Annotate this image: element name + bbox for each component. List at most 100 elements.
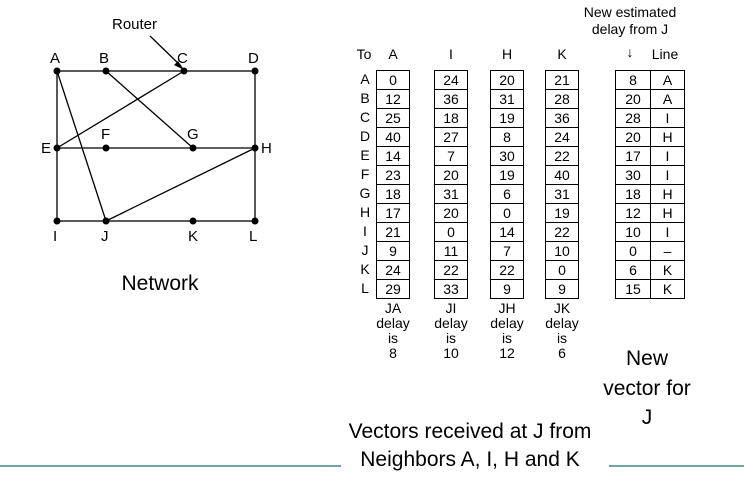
column-footer-K-0: JK — [553, 300, 571, 316]
network-caption: Network — [121, 272, 199, 295]
cell-A-A: 0 — [376, 70, 410, 90]
new-line-I: I — [650, 222, 685, 242]
node-B — [102, 67, 110, 75]
row-label-J: J — [361, 242, 369, 258]
router-pointer-arrowhead — [174, 61, 184, 70]
node-label-K: K — [188, 228, 199, 245]
cell-H-H: 0 — [490, 203, 524, 223]
cell-K-G: 31 — [545, 184, 579, 204]
row-label-B: B — [360, 90, 370, 106]
cell-K-B: 28 — [545, 89, 579, 109]
cell-I-L: 33 — [434, 279, 468, 299]
network-diagram — [53, 35, 259, 225]
new-line-C: I — [650, 108, 685, 128]
cell-A-G: 18 — [376, 184, 410, 204]
cell-H-E: 30 — [490, 146, 524, 166]
new-delay-B: 20 — [615, 89, 651, 109]
bottom-caption-line2: Neighbors A, I, H and K — [360, 448, 580, 471]
link-C-E — [56, 70, 185, 149]
cell-H-F: 19 — [490, 165, 524, 185]
new-delay-E: 17 — [615, 146, 651, 166]
cell-I-J: 11 — [434, 241, 468, 261]
cell-A-J: 9 — [376, 241, 410, 261]
new-line-E: I — [650, 146, 685, 166]
cell-H-C: 19 — [490, 108, 524, 128]
cell-I-D: 27 — [434, 127, 468, 147]
column-footer-I-0: JI — [445, 300, 457, 316]
new-delay-I: 10 — [615, 222, 651, 242]
row-label-G: G — [359, 185, 371, 201]
column-footer-K-1: delay — [545, 315, 579, 331]
node-label-D: D — [248, 50, 259, 67]
node-K — [189, 217, 197, 225]
router-label: Router — [112, 16, 158, 33]
cell-A-E: 14 — [376, 146, 410, 166]
cell-I-C: 18 — [434, 108, 468, 128]
new-delay-K: 6 — [615, 260, 651, 280]
cell-I-I: 0 — [434, 222, 468, 242]
node-label-H: H — [261, 140, 272, 157]
bottom-caption-line1: Vectors received at J from — [348, 420, 592, 443]
cell-K-H: 19 — [545, 203, 579, 223]
row-label-E: E — [360, 147, 370, 163]
column-footer-H-1: delay — [490, 315, 524, 331]
cell-A-C: 25 — [376, 108, 410, 128]
cell-K-I: 22 — [545, 222, 579, 242]
cell-K-J: 10 — [545, 241, 579, 261]
new-line-K: K — [650, 260, 685, 280]
cell-K-A: 21 — [545, 70, 579, 90]
estimate-arrow-icon: ↓ — [626, 44, 634, 60]
cell-A-F: 23 — [376, 165, 410, 185]
column-header-A: A — [388, 46, 398, 62]
cell-I-E: 7 — [434, 146, 468, 166]
new-delay-F: 30 — [615, 165, 651, 185]
column-footer-A-1: delay — [376, 315, 410, 331]
cell-I-G: 31 — [434, 184, 468, 204]
node-E — [53, 144, 61, 152]
cell-H-B: 31 — [490, 89, 524, 109]
node-A — [53, 67, 61, 75]
node-C — [180, 67, 188, 75]
node-label-A: A — [50, 50, 61, 67]
cell-A-K: 24 — [376, 260, 410, 280]
new-delay-L: 15 — [615, 279, 651, 299]
cell-I-B: 36 — [434, 89, 468, 109]
new-vector-caption-line1: New — [625, 347, 668, 370]
cell-I-K: 22 — [434, 260, 468, 280]
node-label-I: I — [53, 228, 58, 245]
new-delay-D: 20 — [615, 127, 651, 147]
new-vector-caption-line2: vector for — [603, 377, 691, 400]
node-label-C: C — [177, 50, 188, 67]
estimate-annotation-line2: delay from J — [591, 21, 669, 37]
node-label-L: L — [249, 228, 258, 245]
row-label-L: L — [361, 280, 369, 296]
column-footer-A-2: is — [387, 330, 399, 346]
node-J — [102, 217, 110, 225]
cell-K-D: 24 — [545, 127, 579, 147]
node-L — [251, 217, 259, 225]
new-line-H: H — [650, 203, 685, 223]
estimate-annotation-line1: New estimated — [583, 4, 677, 20]
new-line-B: A — [650, 89, 685, 109]
new-delay-C: 28 — [615, 108, 651, 128]
node-H — [251, 144, 259, 152]
cell-A-H: 17 — [376, 203, 410, 223]
cell-K-F: 40 — [545, 165, 579, 185]
cell-H-G: 6 — [490, 184, 524, 204]
node-label-F: F — [101, 126, 111, 143]
row-label-K: K — [360, 261, 370, 277]
node-I — [53, 217, 61, 225]
cell-H-A: 20 — [490, 70, 524, 90]
to-label: To — [356, 46, 372, 62]
row-label-F: F — [360, 166, 370, 182]
new-line-D: H — [650, 127, 685, 147]
cell-H-L: 9 — [490, 279, 524, 299]
new-delay-J: 0 — [615, 241, 651, 261]
node-label-J: J — [101, 228, 109, 245]
node-D — [251, 67, 259, 75]
column-footer-H-2: is — [501, 330, 513, 346]
column-header-I: I — [449, 46, 453, 62]
column-footer-H-3: 12 — [499, 345, 515, 361]
column-footer-A-3: 8 — [389, 345, 397, 361]
